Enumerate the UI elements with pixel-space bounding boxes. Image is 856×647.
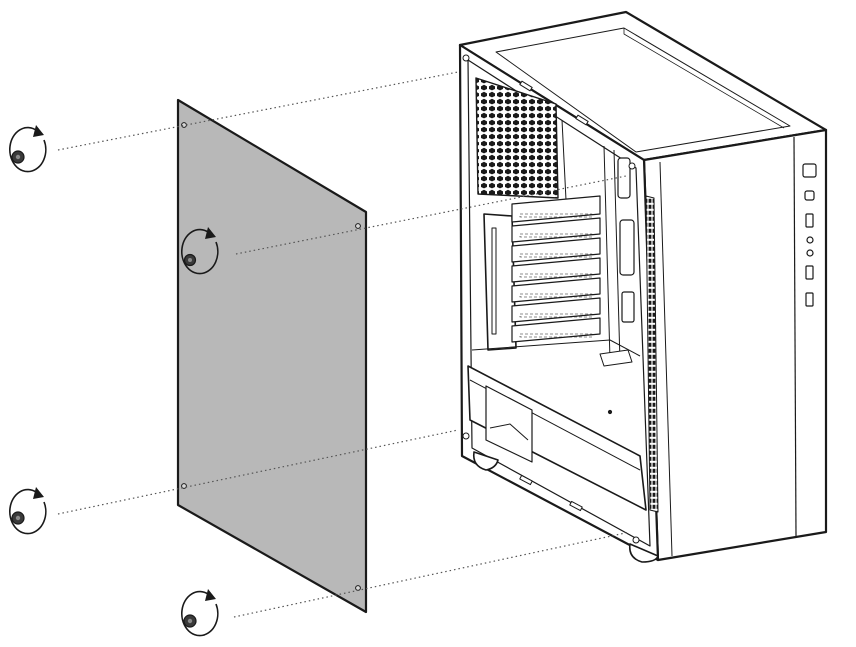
- cable-grommet-3: [621, 291, 635, 323]
- pci-slot-cover: [511, 195, 601, 223]
- usb-port-1: [805, 213, 814, 228]
- frame-screw-hole: [628, 162, 636, 170]
- frame-screw-hole: [462, 432, 470, 440]
- screw-1: [9, 125, 47, 173]
- alignment-guides: [57, 71, 631, 618]
- pci-slot-perforations: [519, 213, 593, 338]
- case-front-edge: [659, 161, 673, 557]
- usb-port-2: [805, 265, 814, 280]
- side-panel-glass: [176, 98, 368, 614]
- front-vent-strip: [645, 195, 659, 513]
- panel-hole-top-front: [355, 223, 361, 229]
- guide-line-bottom-front: [233, 531, 631, 618]
- case-top-frame-edge: [623, 28, 785, 129]
- rear-fan-mesh: [475, 77, 559, 199]
- frame-screw-holes: [462, 54, 640, 544]
- pci-slot-cover: [511, 237, 601, 263]
- counter-clockwise-arrow-icon: [9, 488, 47, 535]
- counter-clockwise-arrow-icon: [9, 126, 47, 173]
- counter-clockwise-arrow-icon: [181, 590, 219, 637]
- guide-line-top-front: [235, 175, 627, 255]
- cable-grommet-2: [619, 219, 635, 276]
- pci-slot-cover: [511, 257, 601, 283]
- case-front-panel: [642, 128, 828, 562]
- cavity-floor: [471, 339, 641, 357]
- power-button: [802, 163, 817, 178]
- cable-cutout-edge: [603, 145, 611, 361]
- audio-jack-1: [806, 236, 814, 244]
- pc-case: [458, 10, 828, 563]
- cable-grommet-1: [617, 157, 631, 199]
- screw-4: [181, 589, 219, 637]
- case-top-frame: [495, 27, 791, 153]
- cable-cutout-edge-2: [613, 149, 621, 363]
- panel-hole-top-rear: [181, 122, 187, 128]
- psu-cutout-inner: [489, 423, 529, 441]
- pci-slot-cover: [511, 297, 601, 323]
- frame-tabs: [519, 80, 589, 512]
- expansion-bracket-slot: [491, 227, 497, 335]
- pci-slot-cover: [511, 317, 601, 343]
- guide-line-bottom-rear: [57, 429, 459, 515]
- reset-button: [804, 190, 815, 201]
- audio-jack-2: [806, 249, 814, 257]
- pci-slot-covers: [511, 195, 601, 343]
- panel-hole-bottom-rear: [181, 483, 187, 489]
- panel-hole-bottom-front: [355, 585, 361, 591]
- expansion-bracket: [483, 213, 517, 351]
- counter-clockwise-arrow-icon: [181, 228, 219, 275]
- cable-opening: [599, 349, 633, 367]
- front-io-panel: [802, 163, 817, 307]
- side-panel: [176, 98, 368, 614]
- case-foot-front: [628, 543, 659, 563]
- screw-2: [181, 227, 219, 275]
- case-front-divider: [793, 136, 797, 537]
- shroud-screw: [607, 409, 613, 415]
- frame-screw-hole: [632, 536, 640, 544]
- guide-line-top-rear: [57, 71, 459, 151]
- frame-screw-hole: [462, 54, 470, 62]
- usb-port-3: [805, 292, 814, 307]
- motherboard-tray-edge: [561, 119, 567, 201]
- pci-slot-cover: [511, 277, 601, 303]
- case-foot-rear: [472, 451, 499, 471]
- screw-3: [9, 487, 47, 535]
- pci-slot-cover: [511, 217, 601, 243]
